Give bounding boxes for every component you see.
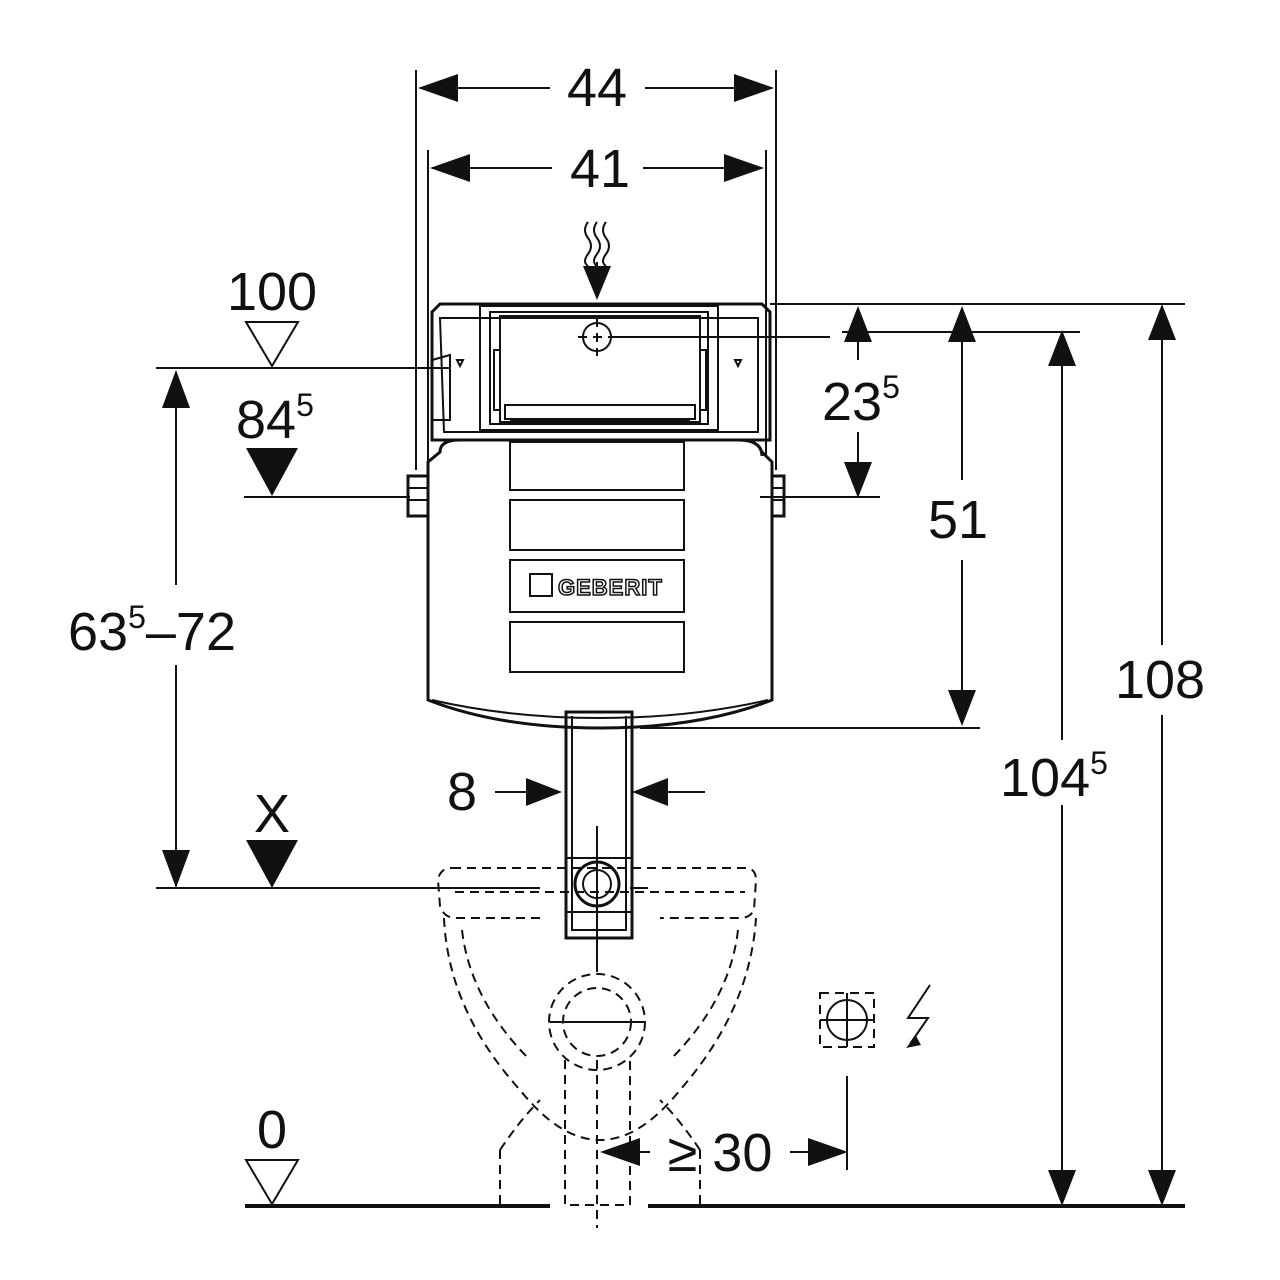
flush-pipe (564, 710, 634, 972)
width-dimension-inner: 41 (427, 139, 767, 470)
cistern-tank: GEBERIT (426, 438, 774, 730)
level-marker-icon (246, 448, 298, 496)
height-alt-label: 1045 (1000, 745, 1108, 808)
level-x-label: X (254, 784, 290, 844)
pipe-width-dimension: 8 (447, 762, 705, 822)
height-total-label: 108 (1115, 650, 1205, 710)
level-0-marker: 0 (244, 1100, 300, 1206)
width-dimension-outer: 44 (415, 58, 777, 470)
frame-height-label: 51 (928, 490, 988, 550)
width-outer-label: 44 (567, 58, 627, 118)
side-clearance-dimension: ≥ 30 (600, 1123, 848, 1183)
level-marker-icon (246, 840, 298, 888)
frame-height-dimension: 51 (640, 306, 988, 729)
flush-range-label: 635–72 (68, 599, 236, 662)
brand-logo-text: GEBERIT (558, 575, 663, 600)
toilet-outline (436, 867, 758, 1228)
brand-plate (509, 559, 685, 613)
side-clearance-label: ≥ 30 (668, 1123, 773, 1183)
width-inner-label: 41 (570, 139, 630, 199)
level-100-label: 100 (227, 262, 317, 322)
level-100-marker: 100 (156, 262, 450, 369)
depth-top-label: 235 (822, 369, 900, 432)
level-84-marker: 845 (236, 387, 410, 498)
flush-range-dimension: 635–72 (68, 370, 236, 888)
heat-wave-icon (583, 221, 611, 300)
level-marker-icon (244, 1159, 300, 1206)
pipe-width-label: 8 (447, 762, 477, 822)
electric-connection-icon (819, 984, 931, 1170)
height-total-dimension: 108 (770, 303, 1205, 1206)
level-84-label: 845 (236, 387, 314, 450)
level-marker-icon (244, 321, 300, 368)
level-x-marker: X (156, 784, 648, 889)
level-0-label: 0 (257, 1100, 287, 1160)
depth-top-dimension: 235 (760, 306, 1080, 498)
height-alt-dimension: 1045 (1000, 330, 1108, 1206)
